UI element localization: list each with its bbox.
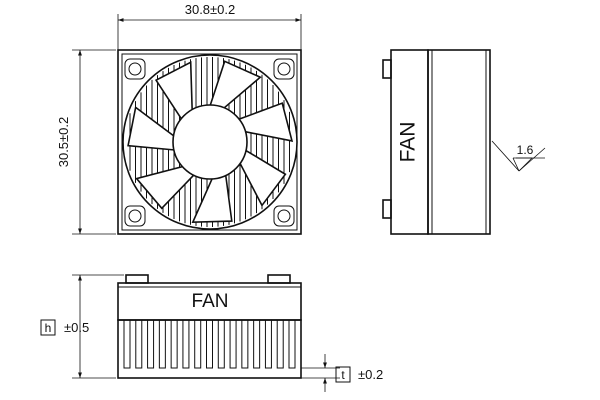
front-tab-left: [125, 274, 149, 284]
rotor-ring: [122, 54, 298, 230]
h-symbol: h: [45, 321, 52, 335]
front-fin: [241, 319, 249, 369]
width-dimension: 30.8±0.2: [117, 2, 302, 50]
front-heatsink: [117, 319, 302, 379]
side-heatsink: [427, 49, 491, 235]
side-view: FAN 1.6: [382, 49, 546, 235]
front-fin: [182, 319, 190, 369]
t-box: [335, 366, 351, 383]
t-tolerance: ±0.2: [358, 367, 383, 382]
t-dimension: t ±0.2: [301, 354, 383, 392]
fan-blade: [127, 105, 176, 151]
side-tab: [382, 199, 392, 219]
heatsink-fins-front: [123, 319, 296, 369]
t-symbol: t: [341, 368, 345, 382]
h-box: [40, 319, 56, 336]
h-tolerance: ±0.5: [64, 320, 89, 335]
h-dimension: h ±0.5: [40, 274, 124, 379]
front-fin: [135, 319, 143, 369]
fan-hub: [172, 104, 248, 180]
side-fan-label: FAN: [397, 122, 420, 163]
front-view: FAN h ±0.5 t ±0.2: [40, 274, 383, 392]
fan-blade: [191, 173, 233, 224]
front-fin: [276, 319, 284, 369]
front-fin: [229, 319, 237, 369]
side-tab: [382, 59, 392, 79]
front-fin: [194, 319, 202, 369]
height-dimension-label: 30.5±0.2: [56, 117, 71, 168]
corner-screw-holes: [124, 58, 295, 227]
front-fin: [253, 319, 261, 369]
top-view: 30.8±0.2 30.5±0.2: [56, 2, 302, 235]
fan-blades: [127, 60, 294, 224]
roughness-value: 1.6: [517, 143, 534, 157]
front-tab-right: [267, 274, 291, 284]
front-fin: [264, 319, 272, 369]
front-fin: [170, 319, 178, 369]
front-fin: [288, 319, 296, 369]
roughness-symbol: 1.6: [491, 140, 546, 172]
height-dimension: 30.5±0.2: [56, 49, 116, 235]
front-fin: [147, 319, 155, 369]
front-fin: [217, 319, 225, 369]
fan-frame: [117, 49, 302, 235]
front-fin: [123, 319, 131, 369]
width-dimension-label: 30.8±0.2: [185, 2, 236, 17]
front-fan-label: FAN: [192, 291, 229, 312]
fan-blade: [135, 165, 196, 210]
front-fin: [158, 319, 166, 369]
front-fin: [206, 319, 213, 369]
